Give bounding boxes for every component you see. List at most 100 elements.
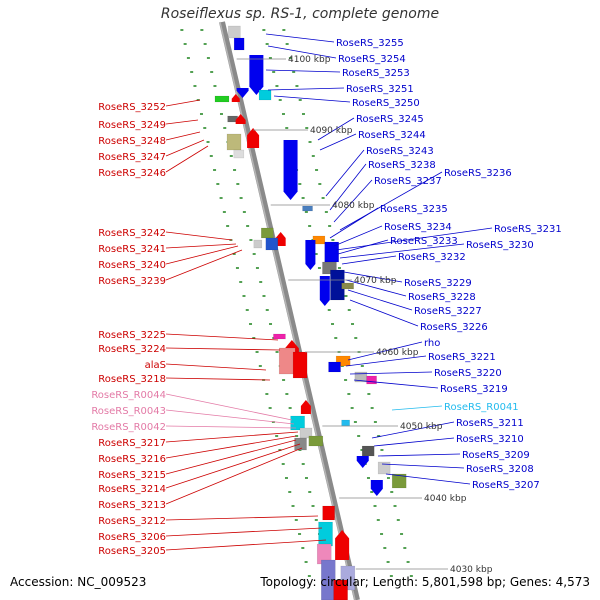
track-dot: [255, 351, 259, 353]
track-dot: [278, 449, 282, 451]
leader-line: [267, 87, 345, 91]
gene-label-rosers-3205[interactable]: RoseRS_3205: [98, 546, 166, 557]
gene-label-rosers-3218[interactable]: RoseRS_3218: [98, 374, 166, 385]
track-dot: [213, 169, 217, 171]
leader-line: [165, 409, 295, 425]
gene-label-rosers-3253[interactable]: RoseRS_3253: [342, 68, 410, 79]
gene-label-rosers-3231[interactable]: RoseRS_3231: [494, 224, 562, 235]
gene-label-rosers-3208[interactable]: RoseRS_3208: [466, 464, 534, 475]
track-dot: [344, 379, 348, 381]
track-dot: [357, 435, 361, 437]
gene-label-rosers-3219[interactable]: RoseRS_3219: [440, 384, 508, 395]
gene-label-rosers-3249[interactable]: RoseRS_3249: [98, 120, 166, 131]
gene-label-rosers-3254[interactable]: RoseRS_3254: [338, 54, 406, 65]
gene-block: [366, 375, 377, 385]
accession-text: Accession: NC_009523: [10, 575, 147, 589]
gene-label-rosers-3230[interactable]: RoseRS_3230: [466, 240, 534, 251]
gene-label-rosers-3244[interactable]: RoseRS_3244: [358, 130, 426, 141]
gene-label-rosers-3229[interactable]: RoseRS_3229: [404, 278, 472, 289]
track-dot: [367, 393, 371, 395]
track-dot: [213, 85, 217, 87]
gene-label-rosers-3209[interactable]: RoseRS_3209: [462, 450, 530, 461]
gene-label-rosers-3248[interactable]: RoseRS_3248: [98, 136, 166, 147]
track-dot: [373, 421, 377, 423]
gene-label-rosers-3211[interactable]: RoseRS_3211: [456, 418, 524, 429]
gene-label-rosers-3237[interactable]: RoseRS_3237: [374, 176, 442, 187]
gene-label-rosers-3227[interactable]: RoseRS_3227: [414, 306, 482, 317]
gene-label-rosers-3210[interactable]: RoseRS_3210: [456, 434, 524, 445]
leader-line: [377, 453, 461, 457]
gene-label-rosers-3224[interactable]: RoseRS_3224: [98, 344, 166, 355]
gene-block: [233, 149, 245, 159]
gene-label-rosers-3245[interactable]: RoseRS_3245: [356, 114, 424, 125]
gene-label-rosers-3226[interactable]: RoseRS_3226: [420, 322, 488, 333]
gene-label-rosers-3251[interactable]: RoseRS_3251: [346, 84, 414, 95]
gene-label-rosers-3207[interactable]: RoseRS_3207: [472, 480, 540, 491]
gene-label-rosers-3238[interactable]: RoseRS_3238: [368, 160, 436, 171]
leader-line: [391, 405, 443, 411]
gene-label-rosers-3239[interactable]: RoseRS_3239: [98, 276, 166, 287]
track-dot: [304, 561, 308, 563]
gene-label-rosers-3221[interactable]: RoseRS_3221: [428, 352, 496, 363]
label-leader-lines: [165, 33, 493, 551]
gene-label-rosers-3217[interactable]: RoseRS_3217: [98, 438, 166, 449]
track-dot: [265, 309, 269, 311]
gene-label-rosers-3252[interactable]: RoseRS_3252: [98, 102, 166, 113]
track-dot: [311, 155, 315, 157]
track-dot: [403, 547, 407, 549]
leader-line: [165, 539, 327, 551]
track-dot: [308, 491, 312, 493]
track-dot: [219, 113, 223, 115]
gene-label-rosers-3232[interactable]: RoseRS_3232: [398, 252, 466, 263]
gene-label-rosers-3255[interactable]: RoseRS_3255: [336, 38, 404, 49]
leader-line: [273, 95, 351, 103]
track-dot: [239, 281, 243, 283]
track-dot: [298, 99, 302, 101]
gene-label-rosers-3233[interactable]: RoseRS_3233: [390, 236, 458, 247]
gene-label-rosers-3236[interactable]: RoseRS_3236: [444, 168, 512, 179]
track-dot: [353, 421, 357, 423]
gene-label-rosers-3220[interactable]: RoseRS_3220: [434, 368, 502, 379]
track-dot: [307, 575, 311, 577]
track-dot: [301, 463, 305, 465]
gene-label-rosers-3234[interactable]: RoseRS_3234: [384, 222, 452, 233]
track-dot: [354, 337, 358, 339]
gene-label-rosers-3214[interactable]: RoseRS_3214: [98, 484, 166, 495]
gene-label-rosers-3225[interactable]: RoseRS_3225: [98, 330, 166, 341]
gene-label-rosers-3241[interactable]: RoseRS_3241: [98, 244, 166, 255]
gene-label-rosers-r0041[interactable]: RoseRS_R0041: [444, 402, 519, 413]
gene-label-rosers-r0042[interactable]: RoseRS_R0042: [91, 422, 166, 433]
track-dot: [223, 127, 227, 129]
gene-label-rosers-3216[interactable]: RoseRS_3216: [98, 454, 166, 465]
gene-label-rosers-3247[interactable]: RoseRS_3247: [98, 152, 166, 163]
gene-label-rosers-r0044[interactable]: RoseRS_R0044: [91, 390, 166, 401]
gene-label-rosers-3235[interactable]: RoseRS_3235: [380, 204, 448, 215]
gene-block: [258, 89, 272, 101]
kbp-label: 4080 kbp: [332, 201, 375, 211]
track-dot: [321, 197, 325, 199]
track-dot: [331, 323, 335, 325]
gene-arrow-reverse: [370, 480, 383, 496]
gene-block: [265, 237, 279, 251]
gene-label-rosers-3213[interactable]: RoseRS_3213: [98, 500, 166, 511]
gene-label-rosers-3242[interactable]: RoseRS_3242: [98, 228, 166, 239]
gene-label-rosers-3215[interactable]: RoseRS_3215: [98, 470, 166, 481]
gene-label-rosers-3250[interactable]: RoseRS_3250: [352, 98, 420, 109]
gene-label-rosers-3243[interactable]: RoseRS_3243: [366, 146, 434, 157]
track-dot: [233, 169, 237, 171]
track-dot: [314, 253, 318, 255]
gene-label-rosers-r0043[interactable]: RoseRS_R0043: [91, 406, 166, 417]
leader-line: [165, 243, 237, 249]
track-dot: [285, 43, 289, 45]
gene-label-rosers-3206[interactable]: RoseRS_3206: [98, 532, 166, 543]
gene-label-rosers-3212[interactable]: RoseRS_3212: [98, 516, 166, 527]
gene-label-alas[interactable]: alaS: [145, 360, 166, 371]
leader-line: [325, 149, 365, 197]
gene-label-rho[interactable]: rho: [424, 338, 440, 349]
gene-label-rosers-3240[interactable]: RoseRS_3240: [98, 260, 166, 271]
gene-label-rosers-3228[interactable]: RoseRS_3228: [408, 292, 476, 303]
leader-line: [381, 463, 465, 469]
gene-label-rosers-3246[interactable]: RoseRS_3246: [98, 168, 166, 179]
kbp-label: 4070 kbp: [354, 276, 397, 286]
leader-line: [165, 527, 323, 537]
